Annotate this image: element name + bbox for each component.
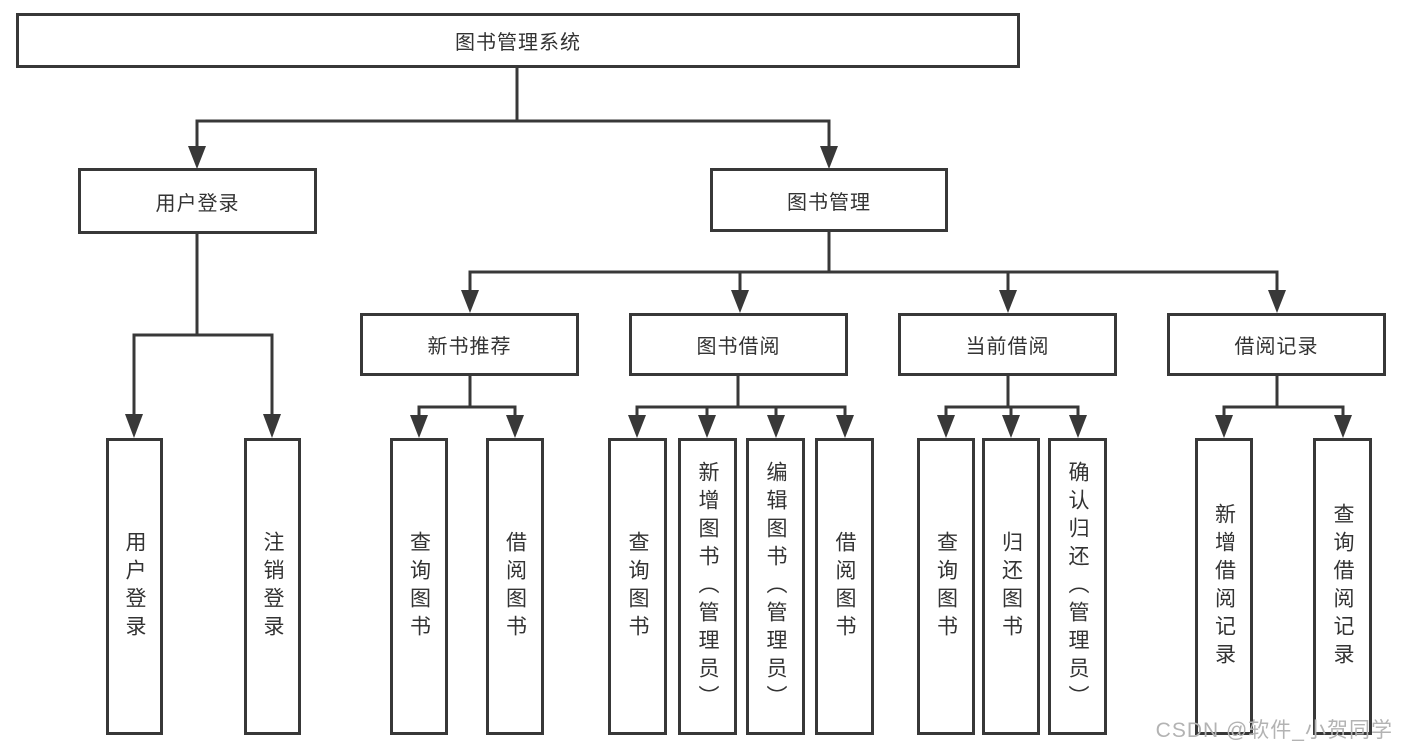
connector-root-to-level2 — [188, 66, 838, 169]
node-label: 借阅图书 — [503, 530, 527, 643]
node-label: 借阅图书 — [833, 530, 856, 643]
node-label: 借阅记录 — [1234, 336, 1319, 358]
node-label: 用户登录 — [123, 530, 146, 643]
node-label: 注销登录 — [261, 530, 284, 643]
node-leaf-add-borrow-record: 新增借阅记录 — [1195, 438, 1253, 735]
node-system-root: 图书管理系统 — [16, 13, 1020, 68]
node-leaf-query-book-rec: 查询图书 — [390, 438, 448, 735]
node-label: 当前借阅 — [965, 336, 1050, 358]
node-new-book-recommendation: 新书推荐 — [360, 313, 579, 376]
node-book-management: 图书管理 — [710, 168, 948, 232]
node-label: 用户登录 — [155, 192, 240, 215]
node-label: 查询图书 — [934, 530, 958, 643]
node-leaf-add-book-admin: 新增图书（管理员） — [678, 438, 737, 735]
node-user-login: 用户登录 — [78, 168, 317, 234]
node-label: 新书推荐 — [427, 336, 512, 358]
node-label: 查询借阅记录 — [1331, 502, 1354, 671]
connector-new-book-rec-to-leaves — [410, 374, 524, 438]
node-leaf-user-login: 用户登录 — [106, 438, 163, 735]
csdn-watermark: CSDN @软件_小贺同学 — [1155, 719, 1393, 742]
connector-book-mgmt-to-level3 — [461, 230, 1286, 313]
node-leaf-borrow-book: 借阅图书 — [815, 438, 874, 735]
node-label: 新增借阅记录 — [1212, 502, 1236, 671]
node-label: 编辑图书（管理员） — [764, 460, 787, 713]
node-label: 图书借阅 — [696, 336, 781, 358]
node-leaf-query-borrow-record: 查询借阅记录 — [1313, 438, 1372, 735]
connector-user-login-to-leaves — [125, 232, 281, 438]
connector-borrow-record-to-leaves — [1215, 374, 1352, 438]
node-label: 确认归还（管理员） — [1066, 460, 1089, 713]
node-current-borrowing: 当前借阅 — [898, 313, 1117, 376]
node-leaf-logout: 注销登录 — [244, 438, 301, 735]
node-book-borrowing: 图书借阅 — [629, 313, 848, 376]
node-leaf-edit-book-admin: 编辑图书（管理员） — [746, 438, 805, 735]
node-label: 查询图书 — [626, 530, 649, 643]
node-leaf-confirm-return-admin: 确认归还（管理员） — [1048, 438, 1107, 735]
node-label: 图书管理系统 — [455, 32, 581, 54]
node-leaf-query-book-borrow: 查询图书 — [608, 438, 667, 735]
node-label: 新增图书（管理员） — [696, 460, 719, 713]
node-label: 查询图书 — [407, 530, 431, 643]
node-label: 图书管理 — [787, 191, 871, 214]
node-leaf-query-book-current: 查询图书 — [917, 438, 975, 735]
connector-book-borrow-to-leaves — [628, 374, 854, 438]
node-label: 归还图书 — [999, 530, 1023, 643]
node-leaf-return-book: 归还图书 — [982, 438, 1040, 735]
node-leaf-borrow-book-rec: 借阅图书 — [486, 438, 544, 735]
connector-current-borrow-to-leaves — [937, 374, 1087, 438]
node-borrowing-records: 借阅记录 — [1167, 313, 1386, 376]
